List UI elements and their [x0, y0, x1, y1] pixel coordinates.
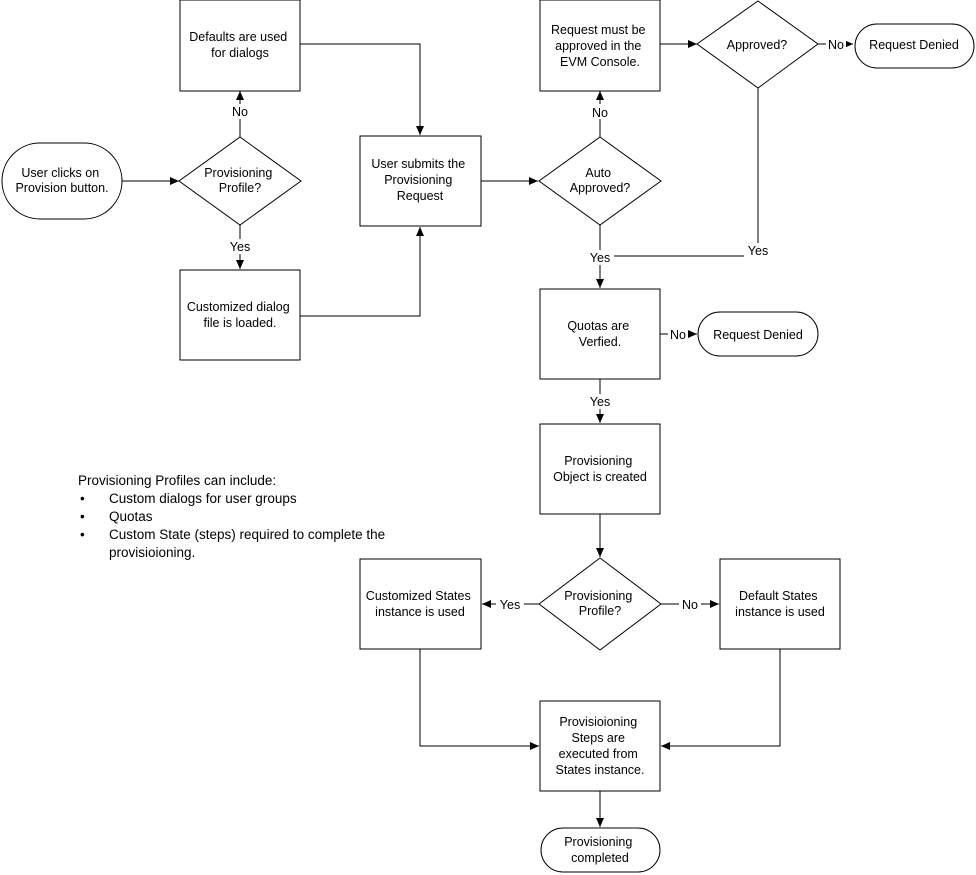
svg-text:Provisioning Profile?: Provisioning Profile? — [204, 166, 276, 195]
decision-auto-line: Auto — [585, 166, 611, 180]
edge-label-auto-no: No — [592, 106, 608, 120]
profile-notes: Provisioning Profiles can include: Custo… — [78, 472, 418, 562]
process-quotas-line: Quotas are — [567, 319, 629, 333]
decision-provisioning-profile-2: Provisioning Profile? — [538, 557, 662, 651]
edge-label-approved-yes: Yes — [748, 244, 768, 258]
terminal-provisioning-completed: Provisioning completed — [540, 827, 661, 873]
process-custom-dialog-line: Customized dialog — [187, 300, 290, 314]
notes-item: Quotas — [78, 508, 418, 526]
svg-text:Provisioning completed: Provisioning completed — [564, 835, 636, 865]
terminal-denied-1-line: Request Denied — [869, 38, 959, 52]
process-object-line: Object is created — [553, 470, 647, 484]
terminal-request-denied-1: Request Denied — [854, 23, 975, 69]
decision-approved: Approved? — [696, 0, 819, 89]
decision-approved-line: Approved? — [727, 38, 788, 52]
process-manual-line: Request must be — [551, 23, 646, 37]
process-defaults-line: for dialogs — [211, 46, 269, 60]
decision-profile-2-line: Provisioning — [564, 589, 632, 603]
svg-text:Default States instance: Default States instance is used — [735, 589, 825, 619]
decision-profile-1-line: Provisioning — [204, 166, 272, 180]
process-quotas-line: Verfied. — [579, 335, 621, 349]
process-submit-line: Provisioning — [384, 173, 452, 187]
process-custom-states-line: instance is used — [375, 605, 465, 619]
edge-label-quotas-yes: Yes — [590, 395, 610, 409]
edge-defaults-to-submit — [300, 43, 424, 135]
process-manual-line: approved in the — [555, 39, 641, 53]
decision-auto-line: Approved? — [570, 181, 631, 195]
process-object-line: Provisioning — [564, 454, 632, 468]
node-start-line: User clicks on — [21, 166, 99, 180]
process-default-states: Default States instance is used — [719, 558, 841, 650]
process-default-states-line: instance is used — [735, 605, 825, 619]
svg-text:Approved?: Approved? — [727, 38, 788, 52]
terminal-end-line: completed — [571, 851, 629, 865]
node-start: User clicks on Provision button. — [1, 142, 123, 220]
svg-text:Defaults are used for di: Defaults are used for dialogs — [189, 30, 290, 60]
svg-text:Provisioning Profile?: Provisioning Profile? — [564, 589, 636, 618]
edge-default-states-to-steps — [661, 649, 781, 750]
process-custom-dialog-line: file is loaded. — [204, 316, 277, 330]
svg-text:User submits the Provisi: User submits the Provisioning Request — [371, 157, 468, 203]
edge-label-auto-yes: Yes — [590, 251, 610, 265]
process-submit-line: User submits the — [371, 157, 465, 171]
svg-text:Provisioioning Steps are: Provisioioning Steps are executed from S… — [556, 715, 645, 777]
svg-text:Request Denied: Request Denied — [713, 328, 803, 342]
edge-label-profile2-yes: Yes — [500, 598, 520, 612]
notes-item: Custom State (steps) required to complet… — [78, 526, 418, 562]
edge-custom-to-submit — [300, 227, 424, 317]
process-submit-line: Request — [397, 189, 444, 203]
edge-label-profile2-no: No — [682, 598, 698, 612]
svg-text:Provisioning Object is c: Provisioning Object is created — [553, 454, 647, 484]
process-defaults-dialogs: Defaults are used for dialogs — [179, 0, 301, 92]
svg-text:Request must be approved: Request must be approved in the EVM Cons… — [551, 23, 649, 69]
svg-text:Request Denied: Request Denied — [869, 38, 959, 52]
decision-profile-2-line: Profile? — [579, 604, 621, 618]
process-submit-request: User submits the Provisioning Request — [359, 135, 482, 227]
process-steps-line: States instance. — [556, 763, 645, 777]
notes-list: Custom dialogs for user groups Quotas Cu… — [78, 490, 418, 562]
process-steps-line: executed from — [559, 747, 638, 761]
notes-heading: Provisioning Profiles can include: — [78, 473, 277, 488]
process-default-states-line: Default States — [739, 589, 818, 603]
terminal-end-line: Provisioning — [564, 835, 632, 849]
svg-text:Customized States instan: Customized States instance is used — [366, 589, 474, 619]
process-manual-approval: Request must be approved in the EVM Cons… — [539, 0, 661, 92]
process-manual-line: EVM Console. — [560, 55, 640, 69]
edge-labels: No Yes No No Yes Yes No Yes Yes No — [226, 37, 846, 612]
svg-text:Customized dialog file i: Customized dialog file is loaded. — [187, 300, 293, 330]
process-custom-states-line: Customized States — [366, 589, 471, 603]
process-custom-states: Customized States instance is used — [359, 558, 482, 650]
edge-label-profile1-no: No — [232, 105, 248, 119]
edge-label-profile1-yes: Yes — [230, 240, 250, 254]
decision-auto-approved: Auto Approved? — [538, 136, 662, 226]
svg-text:User clicks on Provision: User clicks on Provision button. — [15, 166, 108, 195]
edge-custom-states-to-steps — [419, 649, 539, 750]
terminal-denied-2-line: Request Denied — [713, 328, 803, 342]
process-defaults-line: Defaults are used — [189, 30, 287, 44]
process-steps-line: Provisioioning — [559, 715, 637, 729]
process-steps-executed: Provisioioning Steps are executed from S… — [539, 700, 661, 792]
node-start-line: Provision button. — [15, 181, 108, 195]
process-steps-line: Steps are — [572, 731, 626, 745]
terminal-request-denied-2: Request Denied — [697, 311, 819, 357]
svg-text:Auto Approved?: Auto Approved? — [570, 166, 631, 195]
svg-text:Quotas are Verfied.: Quotas are Verfied. — [567, 319, 632, 349]
edge-label-approved-no: No — [828, 38, 844, 52]
process-custom-dialog: Customized dialog file is loaded. — [179, 269, 301, 361]
decision-profile-1-line: Profile? — [219, 181, 261, 195]
notes-item: Custom dialogs for user groups — [78, 490, 418, 508]
edge-label-quotas-no: No — [670, 328, 686, 342]
process-object-created: Provisioning Object is created — [539, 423, 661, 515]
decision-provisioning-profile-1: Provisioning Profile? — [178, 136, 302, 226]
process-quotas: Quotas are Verfied. — [539, 288, 661, 380]
